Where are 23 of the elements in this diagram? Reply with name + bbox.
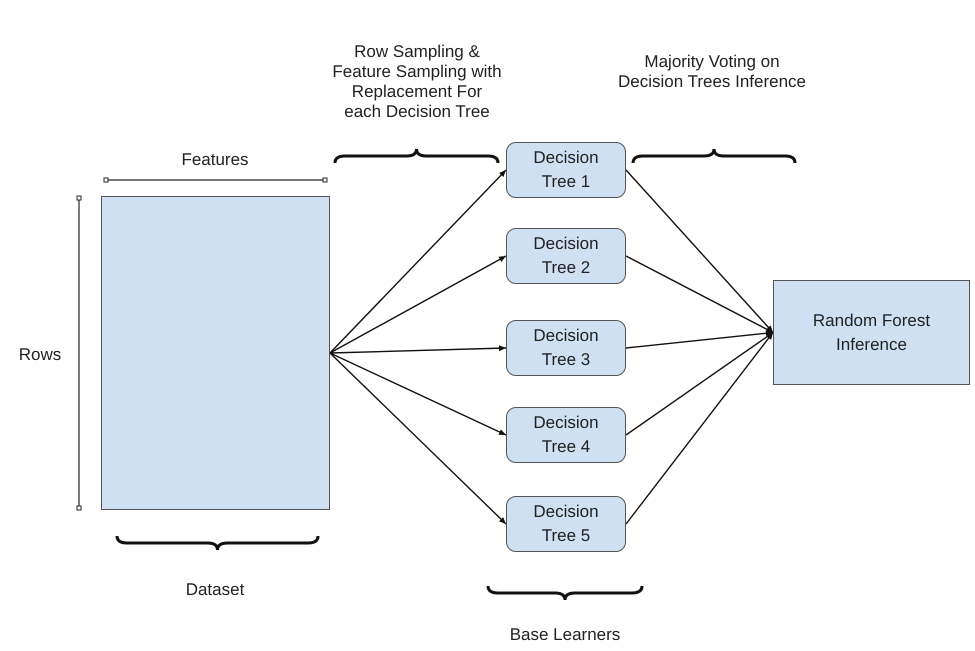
arrow [626, 330, 774, 349]
arrow [330, 352, 506, 524]
arrow [626, 255, 774, 334]
arrow [625, 332, 774, 524]
arrow [625, 170, 774, 333]
brace-label: Base Learners [508, 625, 622, 645]
dimension-label: Rows [18, 345, 62, 365]
brace-label: Dataset [184, 580, 246, 600]
learner-box: Decision Tree 2 [506, 228, 626, 284]
learner-box: Decision Tree 4 [506, 407, 626, 463]
learner-box: Decision Tree 1 [506, 142, 626, 198]
output-box: Random Forest Inference [773, 280, 970, 385]
learner-box: Decision Tree 5 [506, 496, 626, 552]
learner-box: Decision Tree 3 [506, 320, 626, 376]
dataset-box [101, 196, 330, 510]
arrow [330, 170, 506, 354]
arrow [330, 352, 506, 436]
annotation-text: Majority Voting on Decision Trees Inference [616, 52, 808, 92]
dimension-label: Features [180, 150, 250, 170]
arrow [330, 345, 506, 354]
annotation-text: Row Sampling & Feature Sampling with Replacement For each Decision Tree [332, 42, 502, 122]
arrow [330, 255, 506, 354]
arrow [626, 332, 774, 436]
